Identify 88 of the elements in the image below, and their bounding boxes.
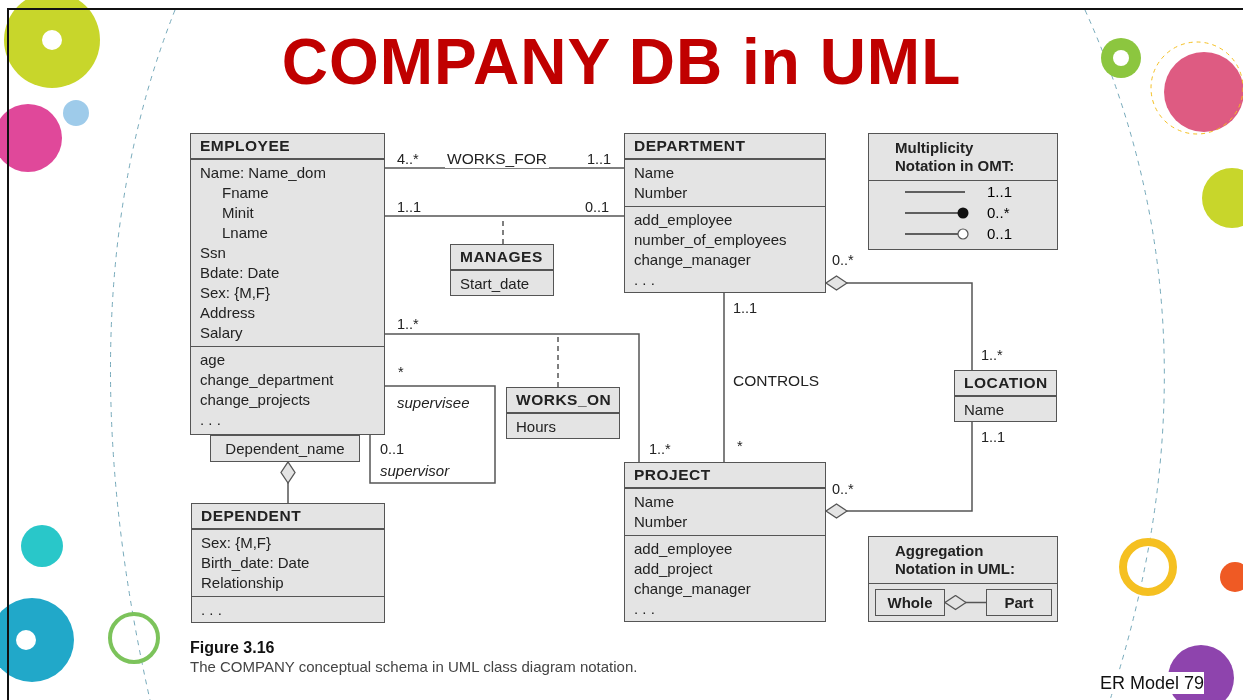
attribute-text: Ssn [200,243,226,263]
attribute-text: Relationship [201,573,284,593]
attribute-text: Name [634,492,674,512]
multiplicity-label: 1..* [981,347,1003,364]
class-name: EMPLOYEE [191,134,384,159]
class-name: PROJECT [625,463,825,488]
operation-text: number_of_employees [634,230,787,250]
class-box [954,370,1057,422]
attribute-text: Fname [221,183,269,203]
multiplicity-label: 1..1 [981,429,1006,446]
operation-text: change_manager [634,250,751,270]
operation-text: change_department [200,370,334,390]
legend-text: 0..* [987,204,1010,222]
attribute-text: Name [634,163,674,183]
qualifier-text: Dependent_name [225,438,345,459]
attribute-text: Hours [516,417,556,437]
multiplicity-label: 0..* [832,481,854,498]
attribute-text: Name: Name_dom [200,163,326,183]
attribute-text: Birth_date: Date [201,553,310,573]
operation-text: change_manager [634,579,751,599]
class-box [506,387,620,439]
operation-text: age [200,350,226,370]
attribute-text: Salary [200,323,243,343]
multiplicity-label: * [398,364,404,381]
association-line [384,333,640,463]
qualifier-box [210,435,360,462]
multiplicity-label: 0..1 [380,441,405,458]
association-line [384,215,625,217]
class-name: WORKS_ON [507,388,619,413]
class-box [190,133,385,435]
multiplicity-label: 0..* [832,252,854,269]
multiplicity-label: * [737,438,743,455]
qualifier-text: Whole [887,592,933,613]
attribute-text: Start_date [460,274,530,294]
multiplicity-label: 1..* [649,441,671,458]
aggregation-line [280,461,296,504]
role-name: supervisee [397,394,470,411]
class-name: DEPARTMENT [625,134,825,159]
association-class-link [557,334,559,388]
notation-heading: Multiplicity Notation in OMT: [869,134,1057,181]
attribute-text: Sex: {M,F} [201,533,272,553]
figure-caption: Figure 3.16 The COMPANY conceptual schema in UML class diagram notation. [190,638,638,676]
operation-text: . . . [200,410,221,430]
class-box [624,462,826,622]
association-line [384,167,625,169]
legend-text: 1..1 [987,183,1013,201]
class-name: LOCATION [955,371,1056,396]
operation-text: change_projects [200,390,311,410]
attribute-text: Number [634,183,688,203]
attribute-text: Minit [221,203,254,223]
slide-title: COMPANY DB in UML [281,25,962,100]
attribute-text: Lname [221,223,268,243]
multiplicity-label: 1..1 [397,199,422,216]
operation-text: add_project [634,559,713,579]
self-association-line [369,385,496,484]
class-name: DEPENDENT [192,504,384,529]
class-box [624,133,826,293]
association-line [723,292,725,463]
qualifier-box [986,589,1052,616]
aggregation-line [825,421,973,519]
multiplicity-label: 1..* [397,316,419,333]
operation-text: . . . [634,599,655,619]
class-name: MANAGES [451,245,553,270]
qualifier-text: Part [1004,592,1034,613]
attribute-text: Sex: {M,F} [200,283,271,303]
notation-heading: Aggregation Notation in UML: [869,537,1057,584]
multiplicity-label: 1..1 [733,300,758,317]
aggregation-line [825,275,973,371]
multiplicity-label: 1..1 [587,151,612,168]
class-box [191,503,385,623]
slide-number: ER Model 79 [1100,672,1205,694]
operation-text: . . . [201,600,222,620]
notation-box [868,536,1058,622]
attribute-text: Bdate: Date [200,263,280,283]
attribute-text: Address [200,303,256,323]
operation-text: . . . [634,270,655,290]
operation-text: add_employee [634,210,733,230]
aggregation-line [944,594,987,611]
operation-text: add_employee [634,539,733,559]
class-box [450,244,554,296]
notation-box [868,133,1058,250]
attribute-text: Number [634,512,688,532]
role-name: supervisor [380,462,450,479]
legend-text: 0..1 [987,225,1013,243]
attribute-text: Name [964,400,1004,420]
qualifier-box [875,589,945,616]
multiplicity-label: 0..1 [585,199,610,216]
multiplicity-label: 4..* [397,151,419,168]
